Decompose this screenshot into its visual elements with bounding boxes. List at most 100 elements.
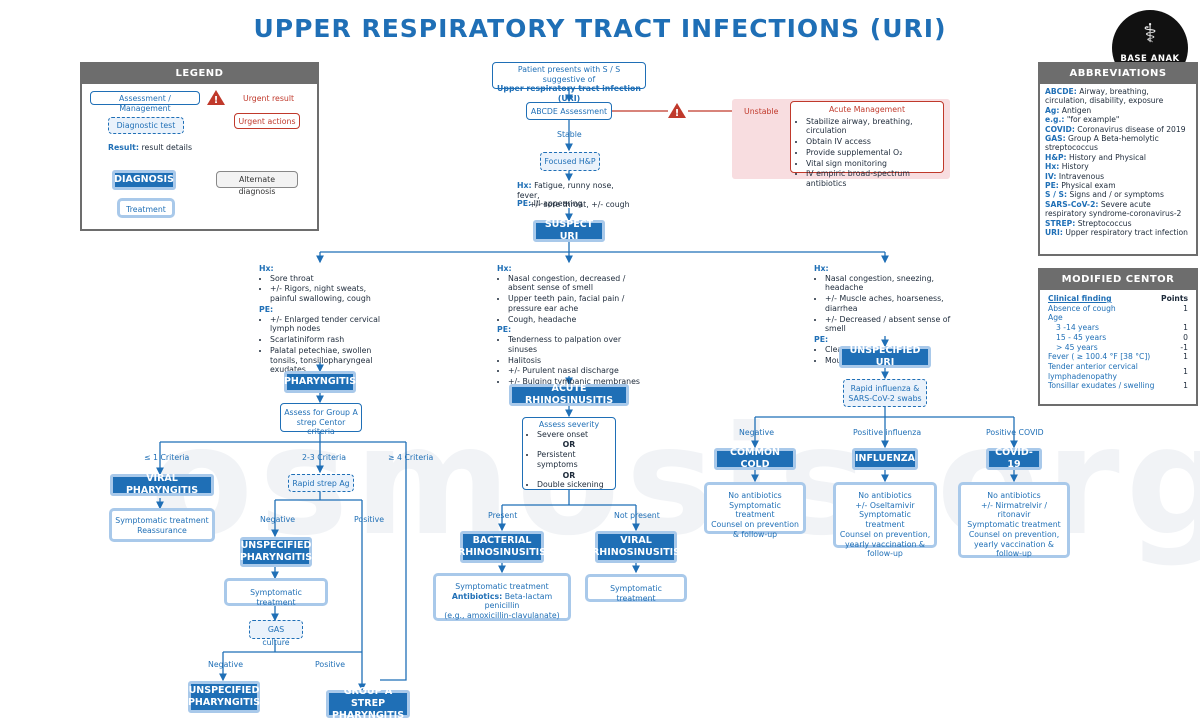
bact-tx-1: Symptomatic treatment	[455, 582, 549, 591]
flu-tx-item: +/- Oseltamivir	[855, 500, 915, 510]
acute-item: Obtain IV access	[806, 137, 939, 147]
mid-hx-item: Cough, headache	[508, 315, 643, 325]
covid19-box: COVID-19	[986, 447, 1042, 470]
left-findings: Hx: Sore throat +/- Rigors, night sweats…	[259, 264, 394, 376]
mid-pe-item: +/- Purulent nasal discharge	[508, 366, 643, 376]
covid-tx-item: +/- Nirmatrelvir / ritonavir	[980, 500, 1048, 520]
table-row: > 45 years-1	[1056, 342, 1188, 352]
bacterial-tx-box: Symptomatic treatment Antibiotics: Beta-…	[433, 573, 571, 621]
right-pe-label: PE:	[814, 335, 829, 345]
mid-pe-label: PE:	[497, 325, 512, 335]
ge4-criteria-label: ≥ 4 Criteria	[388, 453, 434, 462]
abbreviations-header: ABBREVIATIONS	[1040, 64, 1196, 84]
right-hx-item: +/- Muscle aches, hoarseness, diarrhea	[825, 294, 964, 313]
patient-presents-text: Patient presents with S / S suggestive o…	[517, 65, 621, 84]
centor-assess-box: Assess for Group A strep Centor criteria	[280, 403, 362, 436]
mid-pe-item: Tenderness to palpation over sinuses	[508, 335, 643, 354]
unspecified-pharyngitis-tx: Symptomatic treatment	[224, 578, 328, 607]
unspecified-pharyngitis-box: UNSPECIFIED PHARYNGITIS	[240, 537, 312, 567]
abbrev-item: PE: Physical exam	[1045, 181, 1116, 191]
legend-warning-icon: !	[206, 89, 226, 110]
svg-text:!: !	[675, 108, 680, 119]
mid-findings: Hx: Nasal congestion, decreased / absent…	[497, 264, 643, 388]
covid-tx-item: Symptomatic treatment	[967, 520, 1061, 530]
legend-alternate-box: Alternate diagnosis	[216, 171, 298, 196]
abbrev-item: S / S: Signs and / or symptoms	[1045, 190, 1164, 200]
bacterial-rhinosinusitis-box: BACTERIAL RHINOSINUSITIS	[458, 531, 546, 563]
influenza-tx: No antibiotics +/- Oseltamivir Symptomat…	[833, 482, 937, 558]
acute-item: Provide supplemental O₂	[806, 148, 939, 158]
acute-item: Stabilize airway, breathing, circulation	[806, 117, 939, 136]
flu-tx-item: Counsel on prevention, yearly vaccinatio…	[839, 529, 931, 559]
covid-tx: No antibiotics +/- Nirmatrelvir / ritona…	[958, 482, 1070, 558]
cold-tx-item: Counsel on prevention & follow-up	[711, 520, 799, 539]
left-hx-item: Sore throat	[270, 274, 394, 284]
common-cold-box: COMMON COLD	[714, 447, 796, 470]
mid-hx-item: Upper teeth pain, facial pain / pressure…	[508, 294, 643, 313]
legend-result-line: Result: result details	[108, 143, 192, 153]
le1-criteria-label: ≤ 1 Criteria	[144, 453, 190, 462]
gas-culture-box: GAS culture	[249, 620, 303, 647]
left-hx-label: Hx:	[259, 264, 274, 273]
c23-criteria-label: 2-3 Criteria	[302, 453, 347, 462]
cold-tx-item: No antibiotics	[728, 491, 782, 500]
centor-panel: MODIFIED CENTOR CRITERIA Clinical findin…	[1038, 268, 1198, 406]
centor-header-row: Clinical finding Points	[1046, 294, 1190, 304]
centor-table: Clinical finding Points Absence of cough…	[1046, 294, 1190, 391]
unstable-warning-icon: !	[667, 102, 687, 123]
pharyngitis-box: PHARYNGITIS	[284, 371, 356, 393]
mid-hx-label: Hx:	[497, 264, 512, 273]
flow-hx-text2: +/- sore throat, +/- cough	[529, 200, 630, 210]
legend-diagnostic-test: Diagnostic test	[108, 117, 184, 134]
abcde-box: ABCDE Assessment	[526, 102, 612, 120]
unspecified-pharyngitis-2-box: UNSPECIFIED PHARYNGITIS	[188, 681, 260, 713]
viral-tx-2: Reassurance	[137, 525, 187, 535]
viral-rhino-tx-box: Symptomatic treatment	[585, 574, 687, 603]
bact-tx-label: Antibiotics:	[451, 591, 503, 601]
centor-header: MODIFIED CENTOR CRITERIA	[1040, 270, 1196, 305]
flow-hx-label: Hx:	[517, 181, 532, 190]
legend-result-label: Result:	[108, 143, 140, 152]
legend-urgent-result: Urgent result	[243, 94, 295, 103]
flow-pe-label: PE:	[517, 199, 532, 208]
rapid-strep-box: Rapid strep Ag	[288, 474, 354, 492]
unstable-label: Unstable	[744, 107, 779, 116]
centor-col2: Points	[1161, 294, 1188, 303]
severity-box: Assess severity Severe onset OR Persiste…	[522, 417, 616, 490]
focused-hp-box: Focused H&P	[540, 152, 600, 171]
flow-pe: PE: Ill-appearing	[517, 199, 583, 209]
flow-hx-text: Fatigue, runny nose, fever,	[517, 181, 614, 200]
acute-management-box: Acute Management Stabilize airway, breat…	[790, 101, 944, 188]
present-label: Present	[488, 511, 518, 520]
legend-assessment-box: Assessment / Management	[90, 91, 200, 113]
abbrev-item: STREP: Streptococcus	[1045, 218, 1132, 228]
legend-treatment-box: Treatment	[117, 198, 175, 218]
patient-presents-bold: Upper respiratory tract infection (URI)	[497, 84, 641, 104]
covid-tx-item: Counsel on prevention, yearly vaccinatio…	[968, 529, 1060, 559]
acute-item: Vital sign monitoring	[806, 159, 939, 169]
legend-result-details: result details	[141, 143, 193, 152]
swab-covid-label: Positive COVID	[986, 428, 1044, 437]
covid-tx-item: No antibiotics	[987, 491, 1041, 500]
abbrev-item: COVID: Coronavirus disease of 2019	[1045, 124, 1186, 134]
swab-flu-label: Positive influenza	[853, 428, 922, 437]
viral-rhinosinusitis-box: VIRAL RHINOSINUSITIS	[592, 531, 680, 563]
severity-item: Persistent symptoms	[537, 450, 612, 469]
abbrev-item: e.g.: "for example"	[1045, 115, 1120, 125]
severity-title: Assess severity	[538, 420, 600, 429]
gas-positive-label: Positive	[315, 660, 346, 669]
legend-urgent-actions-box: Urgent actions	[234, 113, 300, 129]
left-pe-item: +/- Enlarged tender cervical lymph nodes	[270, 315, 394, 334]
mid-pe-item: +/- Bulging tympanic membranes	[508, 377, 643, 387]
severity-or: OR	[562, 440, 576, 450]
stable-label: Stable	[557, 130, 582, 139]
acute-item: IV empiric broad-spectrum antibiotics	[806, 169, 939, 188]
right-hx-item: Nasal congestion, sneezing, headache	[825, 274, 964, 293]
rapid-negative-label: Negative	[260, 515, 295, 524]
severity-item: Double sickening	[537, 480, 612, 490]
influenza-box: INFLUENZA	[852, 448, 918, 470]
caduceus-icon: ⚕	[1142, 19, 1158, 49]
